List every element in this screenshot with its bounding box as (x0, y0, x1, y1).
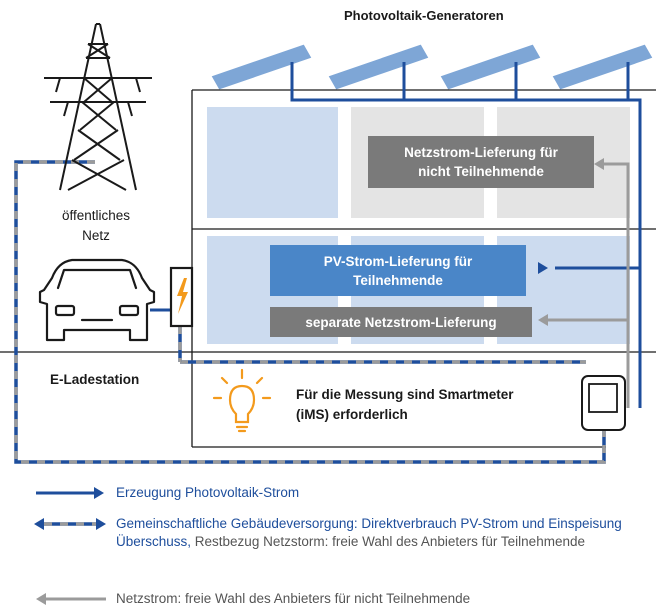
pv-supply-line2: Teilnehmende (353, 272, 443, 288)
pv-generators-label: Photovoltaik-Generatoren (344, 8, 504, 23)
legend-item2-grey: Restbezug Netzstorm: freie Wahl des Anbi… (191, 534, 585, 549)
charger-icon (169, 266, 194, 328)
separate-grid-box (270, 307, 532, 337)
solar-panel (551, 43, 654, 91)
public-grid-label: öffentliches Netz (46, 206, 146, 246)
smartmeter-line1: Für die Messung sind Smartmeter (296, 387, 514, 402)
grid-supply-box (368, 136, 594, 188)
solar-panels (210, 43, 654, 91)
public-grid-line1: öffentliches (61, 208, 131, 223)
public-grid-line2: Netz (82, 228, 110, 243)
legend-symbols (34, 487, 106, 605)
lightning-icon (177, 278, 188, 314)
solar-panel (327, 43, 430, 91)
smartmeter-icon (581, 375, 626, 431)
car-icon (38, 258, 156, 342)
pv-supply-text: PV-Strom-Lieferung für Teilnehmende (270, 245, 526, 296)
charging-station-label: E-Ladestation (50, 372, 140, 387)
smartmeter-line2: (iMS) erforderlich (296, 407, 408, 422)
power-pylon-icon (44, 23, 152, 191)
grid-lines (538, 158, 630, 408)
grid-supply-line2: nicht Teilnehmende (418, 164, 544, 179)
grid-supply-line1: Netzstrom-Lieferung für (404, 145, 558, 160)
legend-item-communal-supply: Gemeinschaftliche Gebäudeversorgung: Dir… (116, 515, 646, 551)
smartmeter-note: Für die Messung sind Smartmeter (iMS) er… (296, 385, 514, 425)
lightbulb-icon (212, 368, 272, 433)
pv-generation-lines (290, 62, 642, 408)
solar-panel (439, 43, 542, 91)
legend-item-pv-generation: Erzeugung Photovoltaik-Strom (116, 485, 300, 500)
solar-panel (210, 43, 313, 91)
legend-item2-blue: Gemeinschaftliche Gebäudeversorgung: Dir… (116, 516, 622, 549)
room (207, 107, 338, 218)
separate-grid-text: separate Netzstrom-Lieferung (305, 314, 497, 330)
pv-supply-box (270, 245, 526, 296)
pv-supply-line1: PV-Strom-Lieferung für (323, 253, 473, 269)
legend-item-grid-supply: Netzstrom: freie Wahl des Anbieters für … (116, 591, 471, 606)
grid-supply-text: Netzstrom-Lieferung für nicht Teilnehmen… (368, 136, 594, 188)
communal-supply-lines (14, 160, 606, 464)
